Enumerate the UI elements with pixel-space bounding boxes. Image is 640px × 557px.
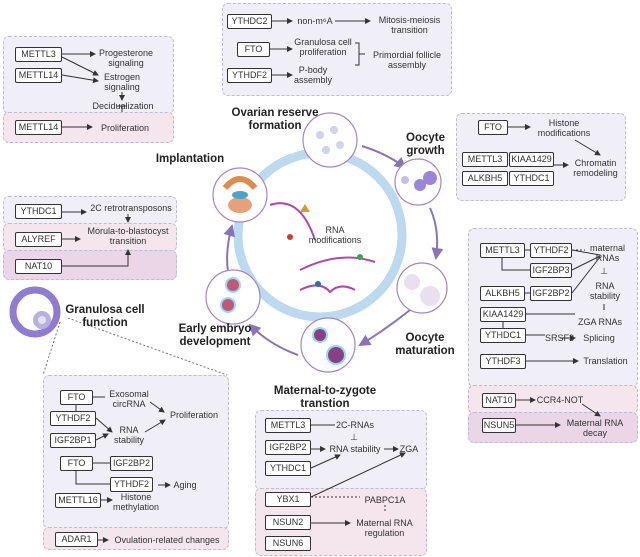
gene-box: IGF2BP3 bbox=[530, 263, 572, 278]
label: Chromatin remodeling bbox=[573, 158, 618, 178]
stage-mzt: Maternal-to-zygote transtion bbox=[273, 385, 377, 410]
gene-box: FTO bbox=[60, 456, 93, 471]
gene-box: YTHDC1 bbox=[15, 204, 62, 219]
gene-box: YTHDF2 bbox=[530, 243, 572, 258]
gene-box: NSUN5 bbox=[482, 418, 516, 433]
gene-box: IGF2BP1 bbox=[50, 433, 96, 448]
gene-box: YTHDC1 bbox=[509, 171, 554, 186]
stage-oocyte-growth: Oocyte growth bbox=[406, 132, 445, 157]
gene-box: FTO bbox=[237, 42, 270, 57]
stage-granulosa: Granulosa cell function bbox=[65, 304, 145, 329]
gene-box: YBX1 bbox=[265, 492, 311, 507]
stage-early-embryo: Early embryo development bbox=[178, 323, 252, 348]
gene-box: YTHDF2 bbox=[227, 68, 272, 83]
gene-box: YTHDC2 bbox=[227, 14, 272, 29]
label: Proliferation bbox=[100, 123, 150, 133]
gene-box: NAT10 bbox=[482, 393, 516, 408]
label: Maternal RNA decay bbox=[566, 418, 624, 438]
label: RNA stability bbox=[589, 281, 620, 301]
gene-box: METTL3 bbox=[462, 152, 508, 167]
label: 2C retrotransposons bbox=[90, 203, 172, 213]
label: RNA stability bbox=[329, 444, 381, 454]
gene-box: ALYREF bbox=[15, 232, 62, 247]
label: Progesterone signaling bbox=[98, 48, 154, 68]
gene-box: FTO bbox=[60, 390, 93, 405]
label: Morula-to-blastocyst transition bbox=[87, 226, 169, 246]
gene-box: IGF2BP2 bbox=[265, 440, 311, 455]
label: Ovulation-related changes bbox=[114, 535, 220, 545]
label: PABPC1A bbox=[364, 495, 406, 505]
label: Translation bbox=[583, 356, 628, 366]
gene-box: YTHDF2 bbox=[110, 477, 153, 492]
label: CCR4-NOT bbox=[536, 395, 584, 405]
label: P-body assembly bbox=[293, 65, 332, 85]
inhibit-symbol: ⊥ bbox=[350, 432, 358, 442]
gene-box: METTL16 bbox=[55, 493, 101, 508]
stage-implantation: Implantation bbox=[155, 153, 225, 165]
stage-ovarian-reserve: Ovarian reserve formation bbox=[231, 107, 319, 132]
gene-box: KIAA1429 bbox=[509, 152, 554, 167]
gene-box: YTHDC1 bbox=[265, 461, 311, 476]
dashed-link bbox=[311, 496, 386, 513]
pathway-lines bbox=[75, 42, 605, 485]
label: Mitosis-meiosis transition bbox=[378, 15, 441, 35]
gene-box: YTHDF3 bbox=[480, 354, 526, 369]
gene-box: ALKBH5 bbox=[480, 286, 525, 301]
gene-box: IGF2BP2 bbox=[110, 456, 153, 471]
stage-oocyte-maturation: Oocyte maturation bbox=[395, 332, 455, 357]
label: Granulosa cell proliferation bbox=[294, 37, 352, 57]
label: non-m⁶A bbox=[297, 16, 333, 26]
gene-box: METTL3 bbox=[265, 418, 311, 433]
gene-box: YTHDC1 bbox=[480, 328, 526, 343]
label: Histone methylation bbox=[112, 492, 160, 512]
gene-box: NSUN6 bbox=[265, 536, 311, 551]
label: Proliferation bbox=[169, 410, 219, 420]
pathway-arrows bbox=[61, 18, 601, 543]
om-pink-panel bbox=[468, 385, 638, 414]
gene-box: IGF2BP2 bbox=[530, 286, 572, 301]
gene-box: ALKBH5 bbox=[462, 171, 508, 186]
label: Splicing bbox=[583, 333, 615, 343]
gene-box: NSUN2 bbox=[265, 515, 311, 530]
label: ZGA bbox=[399, 444, 419, 454]
gene-box: NAT10 bbox=[15, 259, 62, 274]
label: Primordial follicle assembly bbox=[372, 50, 442, 70]
label: maternal RNAs bbox=[589, 243, 625, 263]
label: ZGA RNAs bbox=[577, 317, 622, 327]
gene-box: METTL14 bbox=[15, 120, 62, 135]
gene-box: KIAA1429 bbox=[480, 307, 526, 322]
gene-box: METTL14 bbox=[15, 68, 62, 83]
zoom-lines bbox=[42, 317, 228, 376]
gene-box: ADAR1 bbox=[55, 532, 98, 547]
gene-box: METTL3 bbox=[15, 47, 62, 62]
center-label: RNA modifications bbox=[308, 225, 362, 245]
label: Decidualization bbox=[92, 101, 154, 111]
label: Exosomal circRNA bbox=[109, 389, 149, 409]
inhibit-symbol: ⊥ bbox=[600, 266, 608, 276]
gene-box: METTL3 bbox=[480, 243, 525, 258]
stage-illustrations bbox=[9, 126, 440, 365]
label: RNA stability bbox=[113, 425, 144, 445]
gene-box: FTO bbox=[478, 120, 508, 135]
label: Aging bbox=[173, 480, 197, 490]
label: Maternal RNA regulation bbox=[356, 518, 413, 538]
label: Estrogen signaling bbox=[103, 72, 141, 92]
label: SRSF3 bbox=[545, 333, 575, 343]
label: Histone modifications bbox=[537, 118, 591, 138]
label: 2C-RNAs bbox=[335, 420, 374, 430]
gene-box: YTHDF2 bbox=[50, 411, 96, 426]
embryo-dark-panel bbox=[3, 250, 177, 280]
